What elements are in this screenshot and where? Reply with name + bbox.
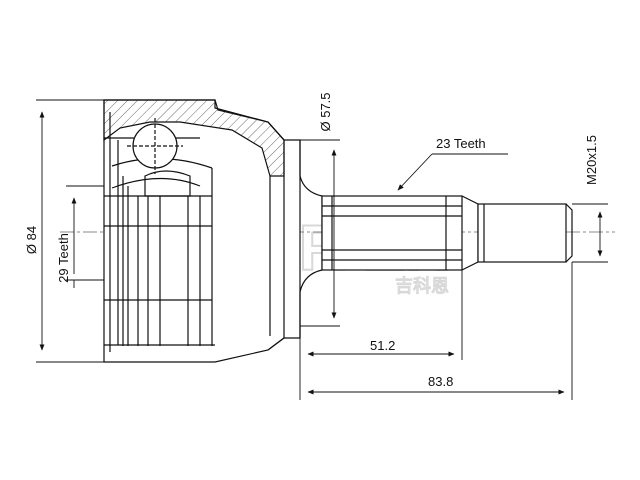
dim-inner-teeth xyxy=(66,185,104,288)
dim-spline-length xyxy=(299,270,463,400)
watermark-chinese: 吉科恩 xyxy=(395,276,449,297)
label-inner-teeth: 29 Teeth xyxy=(56,233,71,283)
label-thread: M20x1.5 xyxy=(584,135,599,185)
stem xyxy=(299,140,573,338)
dim-seal-diameter xyxy=(300,139,340,327)
label-seal-diameter: Ø 57.5 xyxy=(318,92,333,131)
dim-total-length xyxy=(307,262,573,400)
dim-outer-diameter xyxy=(36,99,104,363)
label-outer-diameter: Ø 84 xyxy=(24,226,39,254)
label-total-length: 83.8 xyxy=(428,374,453,389)
housing xyxy=(103,99,301,363)
dim-thread xyxy=(572,203,608,263)
label-spline-length: 51.2 xyxy=(370,338,395,353)
label-outer-teeth: 23 Teeth xyxy=(436,136,486,151)
leader-outer-teeth xyxy=(397,153,508,191)
